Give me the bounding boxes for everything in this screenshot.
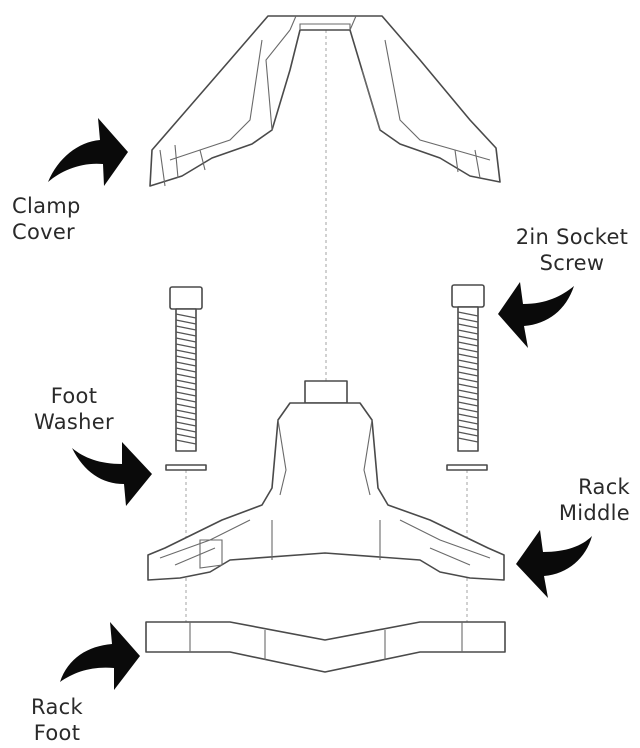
rack-middle-part — [147, 380, 505, 581]
foot-washer-label: Foot Washer — [34, 384, 114, 434]
right-screw-threads — [457, 311, 479, 443]
socket-screw-label: 2in Socket Screw — [515, 225, 629, 275]
rack-middle-arrow — [516, 530, 592, 598]
socket-screw-arrow — [498, 282, 574, 348]
foot-washer-arrow — [72, 442, 152, 506]
left-screw-threads — [175, 313, 197, 445]
rack-middle-label: Rack Middle — [558, 475, 630, 525]
clamp-cover-part — [149, 15, 501, 187]
rack-foot-label: Rack Foot — [31, 695, 83, 745]
clamp-cover-label: Clamp Cover — [12, 194, 81, 244]
right-foot-washer-part — [446, 464, 488, 471]
left-foot-washer-part — [165, 464, 207, 471]
curved-arrow-icon — [48, 118, 592, 690]
rack-foot-part — [145, 621, 506, 673]
rack-foot-arrow — [60, 622, 140, 690]
clamp-cover-arrow — [48, 118, 128, 186]
left-socket-screw-part — [169, 286, 203, 452]
right-socket-screw-part — [451, 284, 485, 452]
